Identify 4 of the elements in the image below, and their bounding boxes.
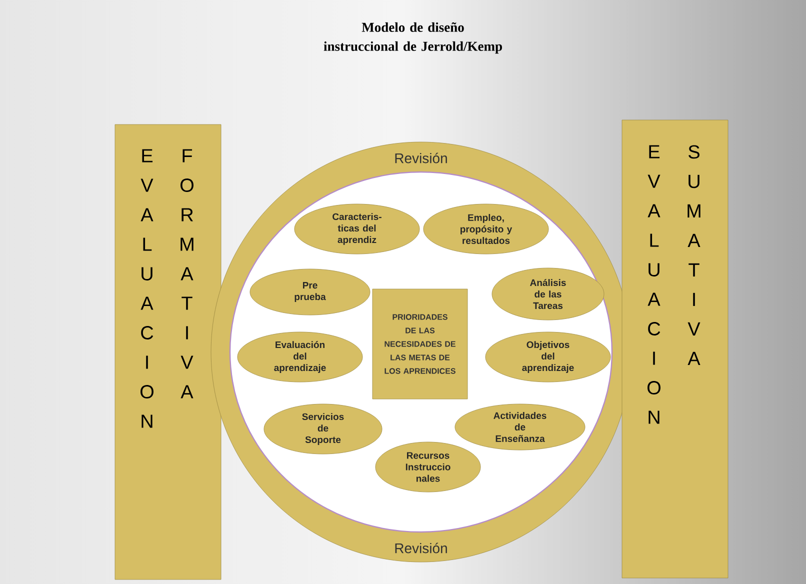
evaluation-bar: EVALUACION FORMATIVA [114,124,222,580]
title: Modelo de diseño instruccional de Jerrold/Kemp [324,22,502,54]
evaluation-bar: EVALUACION SUMATIVA [622,120,728,578]
priority-box: PRIORIDADES DE LAS NECESIDADES DE LAS METAS DE LOS APRENDICES [372,288,468,400]
